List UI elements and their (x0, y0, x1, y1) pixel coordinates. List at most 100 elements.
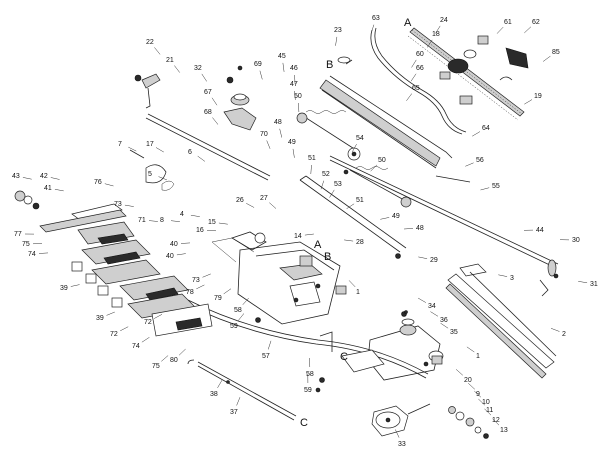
small-hardware-left (14, 149, 175, 210)
leader-line (417, 297, 427, 303)
callout-2: 2 (562, 331, 566, 338)
leader-line (120, 326, 129, 332)
callout-59b: 59 (304, 387, 312, 394)
letter-a-top: A (404, 17, 412, 29)
callout-47: 47 (290, 81, 298, 88)
leader-line (176, 253, 186, 256)
callout-85: 85 (552, 49, 560, 56)
callout-51a: 51 (308, 155, 316, 162)
leader-line (124, 204, 134, 207)
leader-line (267, 340, 272, 350)
callout-44: 44 (536, 227, 544, 234)
leader-line (320, 180, 325, 190)
leader-line (472, 131, 481, 137)
leader-line (128, 146, 137, 152)
callout-76: 76 (94, 179, 102, 186)
callout-64: 64 (482, 125, 490, 132)
callout-46: 46 (290, 65, 298, 72)
callout-43: 43 (12, 173, 20, 180)
leader-line (298, 102, 300, 113)
rod-44 (329, 155, 559, 269)
leader-line (478, 398, 486, 406)
leader-line (50, 177, 60, 180)
callout-39b: 39 (96, 315, 104, 322)
leader-line (524, 26, 532, 34)
screws (255, 253, 443, 393)
callout-72a: 72 (110, 331, 118, 338)
callout-20: 20 (464, 377, 472, 384)
leader-line (279, 128, 283, 138)
leader-line (578, 281, 588, 284)
motor-assembly (341, 311, 444, 381)
leader-line (197, 155, 206, 162)
callout-13: 13 (500, 427, 508, 434)
leader-line (217, 380, 223, 389)
callout-22: 22 (146, 39, 154, 46)
leader-line (153, 314, 163, 319)
leader-line (206, 230, 217, 232)
leader-line (174, 65, 180, 73)
letter-b-top: B (326, 59, 333, 71)
toothed-belt (407, 27, 529, 121)
callout-68: 68 (204, 109, 212, 116)
callout-73b: 73 (192, 277, 200, 284)
callout-72b: 72 (144, 319, 152, 326)
leader-line (550, 328, 560, 332)
leader-line (346, 203, 355, 209)
leader-line (370, 24, 375, 34)
callout-48a: 48 (274, 119, 282, 126)
leader-line (492, 418, 500, 426)
callout-numbers: 1 1 2 3 4 5 6 7 8 9 10 11 12 13 14 15 16… (12, 15, 598, 448)
leader-line (294, 90, 296, 100)
leader-line (524, 99, 533, 105)
callout-59a: 59 (230, 323, 238, 330)
leader-line (22, 177, 32, 180)
leader-line (246, 203, 255, 208)
callout-26: 26 (236, 197, 244, 204)
leader-line (236, 397, 241, 406)
callout-77: 77 (14, 231, 22, 238)
rail-frame-2 (445, 263, 557, 379)
callout-75a: 75 (22, 241, 30, 248)
leader-line (106, 311, 115, 316)
callout-12: 12 (492, 417, 500, 424)
callout-19: 19 (534, 93, 542, 100)
callout-74a: 74 (28, 251, 36, 258)
callout-5: 5 (148, 171, 152, 178)
leader-line (484, 408, 492, 416)
leader-line (468, 383, 475, 390)
callout-40a: 40 (170, 241, 178, 248)
leader-line (38, 252, 49, 254)
callout-28: 28 (356, 239, 364, 246)
leader-line (259, 70, 263, 80)
leader-line (269, 202, 277, 209)
callout-48b: 48 (416, 225, 424, 232)
leader-line (465, 162, 474, 167)
guide-57 (185, 299, 429, 379)
leader-line (496, 26, 504, 34)
leader-line (223, 288, 232, 295)
shaft-37 (187, 359, 297, 421)
leader-line (266, 140, 271, 149)
callout-55: 55 (492, 183, 500, 190)
leader-line (370, 164, 378, 172)
leader-line (542, 55, 551, 62)
leader-line (292, 148, 295, 158)
letter-a-mid: A (314, 239, 322, 251)
leader-line (154, 47, 161, 55)
leader-line (211, 97, 218, 106)
leader-line (178, 348, 186, 356)
callout-58b: 58 (306, 371, 314, 378)
leader-line (435, 25, 441, 34)
callout-16: 16 (196, 227, 204, 234)
callout-1b: 1 (476, 353, 480, 360)
callout-24: 24 (440, 17, 448, 24)
leader-line (310, 164, 312, 175)
callout-23: 23 (334, 27, 342, 34)
callout-17: 17 (146, 141, 154, 148)
leader-line (202, 273, 211, 278)
callout-15: 15 (208, 219, 216, 226)
callout-4: 4 (180, 211, 184, 218)
leader-line (304, 233, 314, 236)
callout-7: 7 (118, 141, 122, 148)
